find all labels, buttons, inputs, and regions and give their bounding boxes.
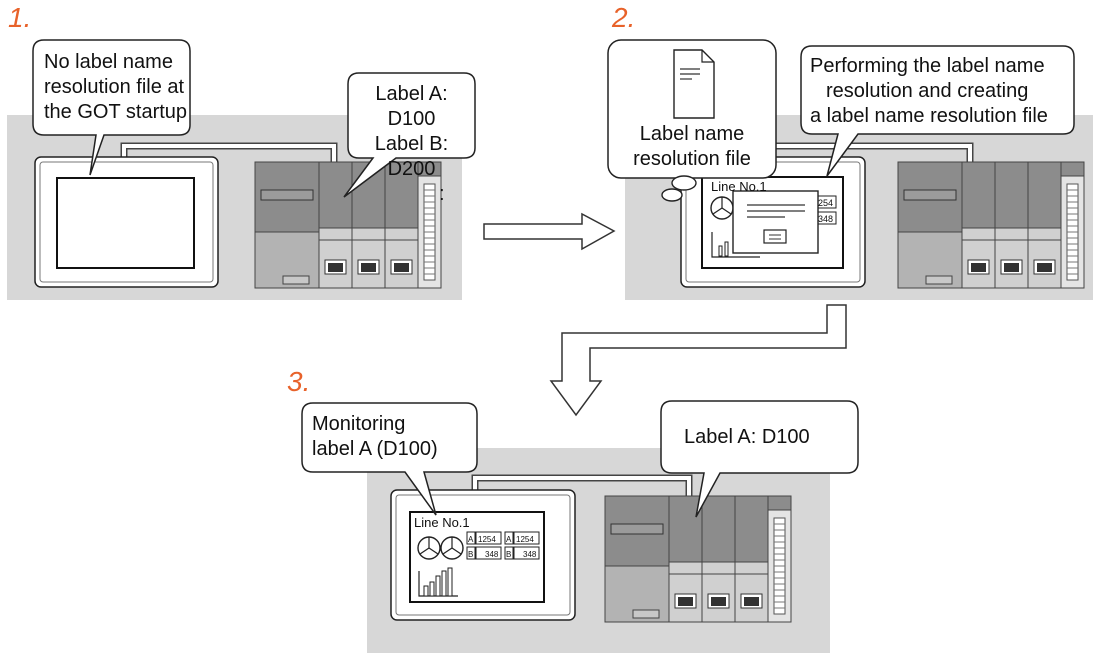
step2-value-1: 254 <box>818 198 833 208</box>
step3-screen-title: Line No.1 <box>414 515 470 530</box>
step3-left-line-2: label A (D100) <box>312 438 438 460</box>
step3-left-text: Monitoring label A (D100) <box>312 412 438 462</box>
step3-bubble-right <box>660 400 859 518</box>
step1-left-line-2: resolution file at <box>44 76 185 98</box>
step3-row2-value-a: 348 <box>485 550 499 559</box>
step1-left-line-1: No label name <box>44 51 173 73</box>
step3-row1-value-b: 1254 <box>516 535 534 544</box>
step2-file-bubble <box>607 39 777 202</box>
step2-screen-title: Line No.1 <box>711 179 767 194</box>
step2-dialog-button <box>763 229 787 244</box>
step3-bubble-left <box>301 402 478 516</box>
step1-left-line-3: the GOT startup <box>44 101 188 123</box>
step3-got-panel <box>390 489 576 621</box>
step3-right-text: Label A: D100 <box>684 425 810 450</box>
step3-row1-value-a: 1254 <box>478 535 496 544</box>
step3-plc <box>604 495 792 623</box>
step3-pie-icon-1 <box>417 536 441 560</box>
step2-dialog <box>732 190 819 254</box>
step2-right-line-2: resolution and creating <box>826 80 1029 102</box>
step3-row1-letter-b: A <box>506 535 512 544</box>
step2-file-label: Label name resolution file <box>608 122 776 172</box>
step2-number: 2. <box>612 2 636 33</box>
step1-number: 1. <box>8 2 32 33</box>
step2-right-line-3: a label name resolution file <box>810 105 1048 127</box>
step3-bar-chart-icon <box>418 567 458 597</box>
step1-right-line-1: Label A: D100 <box>375 83 448 130</box>
step2-plc <box>897 161 1085 289</box>
down-arrow <box>549 304 847 417</box>
step3-right-line-1: Label A: D100 <box>684 426 810 448</box>
step2-file-line-1: Label name <box>639 123 745 145</box>
step3-panel <box>301 400 859 653</box>
step2-panel <box>607 39 1093 300</box>
step3-left-line-1: Monitoring <box>312 413 406 435</box>
step3-row1-letter-a: A <box>468 535 474 544</box>
step2-pie-icon <box>710 196 734 220</box>
step2-got-panel <box>680 156 866 288</box>
step1-got-screen <box>56 177 195 269</box>
step3-pie-icon-2 <box>440 536 464 560</box>
document-icon <box>673 49 715 119</box>
step2-bubble-right <box>800 45 1075 177</box>
step2-value-2: 348 <box>818 214 833 224</box>
step3-number: 3. <box>287 366 311 397</box>
step1-left-text: No label name resolution file at the GOT… <box>44 50 187 125</box>
step3-row2-letter-b: B <box>506 550 511 559</box>
step2-right-text: Performing the label name resolution and… <box>810 54 1048 129</box>
step1-got-panel <box>34 156 219 288</box>
step1-bubble-left <box>32 39 191 176</box>
step1-right-line-3: : <box>439 183 445 205</box>
right-arrow <box>483 212 616 251</box>
step3-row2-value-b: 348 <box>523 550 537 559</box>
step1-right-line-2: Label B: D200 <box>374 133 449 180</box>
step3-row2-letter-a: B <box>468 550 473 559</box>
step2-right-line-1: Performing the label name <box>810 55 1045 77</box>
step1-panel <box>7 39 476 300</box>
step2-file-line-2: resolution file <box>633 148 751 170</box>
step1-bubble-right <box>343 72 476 198</box>
step1-right-text: Label A: D100 Label B: D200 : <box>359 82 464 207</box>
